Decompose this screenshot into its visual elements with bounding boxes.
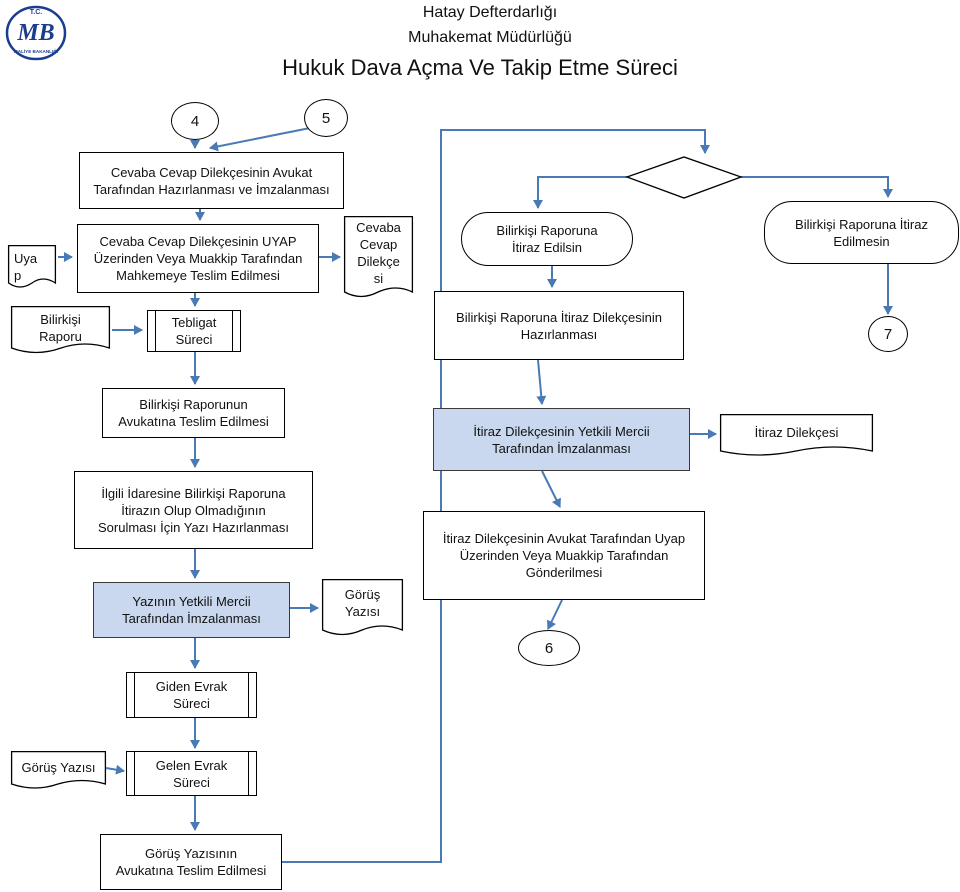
connector-6: 6 — [518, 630, 580, 666]
logo-letters: MB — [16, 20, 54, 46]
step-itiraz-edilsin: Bilirkişi Raporuna İtiraz Edilsin — [461, 212, 633, 266]
doc-gorus-yazisi-2: Görüş Yazısı — [10, 750, 107, 791]
logo-top-text: T.C. — [30, 9, 43, 16]
step-itiraz-hazirlanmasi: Bilirkişi Raporuna İtiraz Dilekçesinin H… — [434, 291, 684, 360]
doc-bilirkisi-raporu: Bilirkişi Raporu — [10, 305, 111, 356]
step-itiraz-gonder: İtiraz Dilekçesinin Avukat Tarafından Uy… — [423, 511, 705, 600]
doc-itiraz-dilekcesi: İtiraz Dilekçesi — [719, 413, 874, 458]
header-org: Hatay Defterdarlığı — [422, 4, 558, 21]
doc-uyap: Uya p — [7, 244, 57, 291]
header-unit: Muhakemat Müdürlüğü — [408, 29, 572, 46]
step-itiraz-imza: İtiraz Dilekçesinin Yetkili Mercii Taraf… — [433, 408, 690, 471]
step-giden-evrak: Giden Evrak Süreci — [126, 672, 257, 718]
step-ilgili-idare: İlgili İdaresine Bilirkişi Raporuna İtir… — [74, 471, 313, 549]
logo-bottom-text: MALİYE BAKANLIĞI — [14, 47, 58, 54]
doc-gorus-yazisi-2-label: Görüş Yazısı — [21, 760, 96, 775]
step-cevaba-teslim: Cevaba Cevap Dilekçesinin UYAP Üzerinden… — [77, 224, 319, 293]
doc-gorus-yazisi-1-label: Görüş Yazısı — [344, 587, 381, 619]
step-gelen-evrak: Gelen Evrak Süreci — [126, 751, 257, 796]
doc-bilirkisi-raporu-label: Bilirkişi Raporu — [39, 312, 82, 344]
doc-uyap-label: Uya p — [14, 251, 38, 283]
step-yazi-imza: Yazının Yetkili Mercii Tarafından İmzala… — [93, 582, 290, 638]
connector-7: 7 — [868, 316, 908, 352]
step-gorus-teslim: Görüş Yazısının Avukatına Teslim Edilmes… — [100, 834, 282, 890]
page-title: Hukuk Dava Açma Ve Takip Etme Süreci — [282, 55, 678, 80]
step-itiraz-edilmesin: Bilirkişi Raporuna İtiraz Edilmesin — [764, 201, 959, 264]
connector-4: 4 — [171, 102, 219, 140]
doc-cevaba-dilekce-label: Cevaba Cevap Dilekçe si — [356, 220, 401, 286]
doc-itiraz-dilekcesi-label: İtiraz Dilekçesi — [754, 425, 839, 440]
ministry-logo: T.C. MB MALİYE BAKANLIĞI — [4, 2, 68, 62]
connector-5: 5 — [304, 99, 348, 137]
step-cevaba-hazirlanmasi: Cevaba Cevap Dilekçesinin Avukat Tarafın… — [79, 152, 344, 209]
doc-gorus-yazisi-1: Görüş Yazısı — [321, 578, 404, 639]
doc-cevaba-dilekce: Cevaba Cevap Dilekçe si — [343, 215, 414, 302]
step-tebligat-sureci: Tebligat Süreci — [147, 310, 241, 352]
step-rapor-teslim: Bilirkişi Raporunun Avukatına Teslim Edi… — [102, 388, 285, 438]
